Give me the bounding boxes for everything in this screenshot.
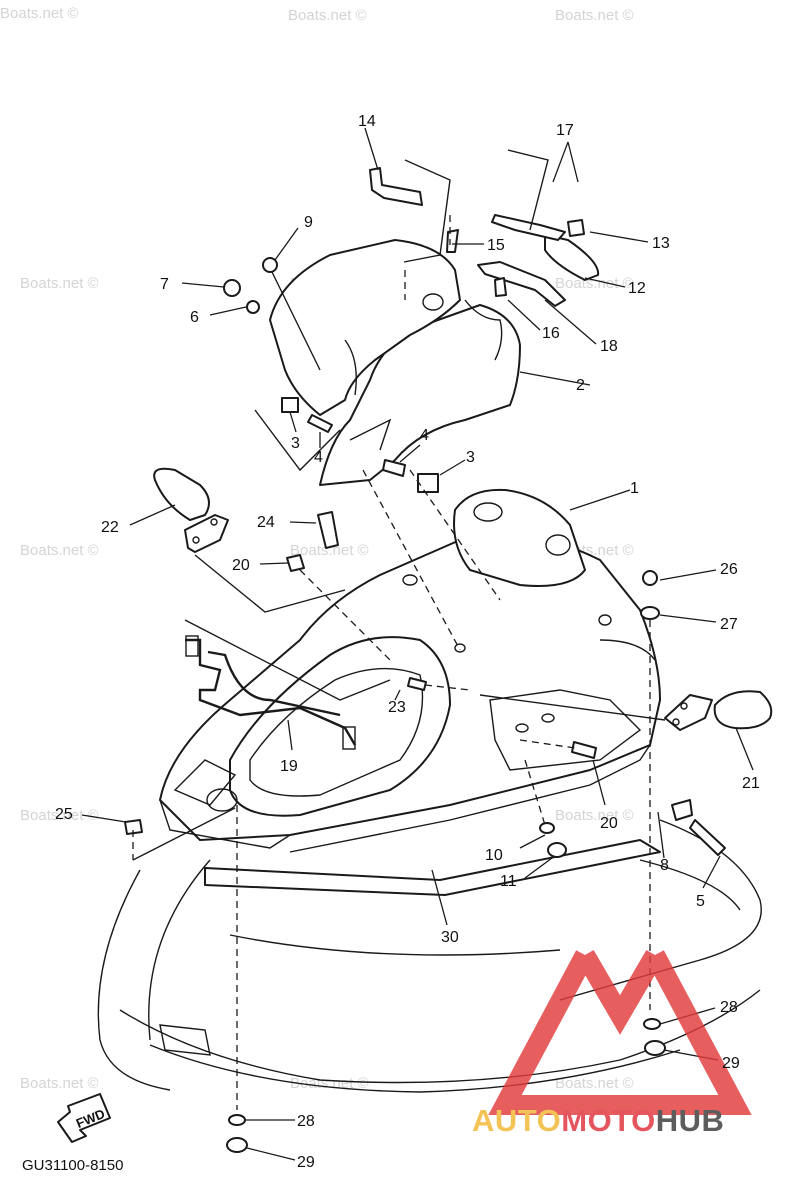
part-22-mirror-left [153, 467, 229, 553]
callout-11: 11 [500, 873, 517, 890]
part-12-pad [544, 234, 600, 281]
part-29-nut [226, 1137, 248, 1153]
logo-text: AUTOMOTOHUB [472, 1103, 724, 1138]
part-4-screw [307, 414, 333, 433]
hull [97, 819, 762, 1093]
callout-29: 29 [297, 1154, 315, 1171]
part-30-rail [204, 839, 661, 896]
logo-moto: MOTO [561, 1103, 655, 1138]
callout-28: 28 [720, 999, 738, 1016]
part-10-washer [539, 822, 555, 834]
callout-17: 17 [556, 122, 574, 139]
part-26-bolt [642, 570, 658, 586]
part-20-bolt [571, 741, 597, 759]
callout-23: 23 [388, 699, 406, 716]
part-14-bracket [369, 167, 423, 206]
part-16-screw [494, 277, 507, 297]
callout-13: 13 [652, 235, 670, 252]
part-28-washer [643, 1018, 661, 1030]
callout-4: 4 [314, 449, 323, 466]
callout-25: 25 [55, 806, 73, 823]
part-6-washer [246, 300, 260, 314]
watermark: Boats.net © [290, 542, 369, 559]
callout-6: 6 [190, 309, 199, 326]
diagram-code: GU31100-8150 [22, 1157, 123, 1174]
watermark: Boats.net © [0, 5, 79, 22]
leader-lines [81, 127, 754, 1161]
watermark: Boats.net © [555, 1075, 634, 1092]
part-25-bolt [124, 819, 143, 835]
part-8-grommet [671, 799, 693, 821]
part-13-clip [567, 219, 585, 237]
part-29-nut [644, 1040, 666, 1056]
part-11-nut [547, 842, 567, 858]
logo-auto: AUTO [472, 1103, 561, 1138]
watermark: Boats.net © [20, 542, 99, 559]
callout-20: 20 [232, 557, 250, 574]
callout-22: 22 [101, 519, 119, 536]
callout-28: 28 [297, 1113, 315, 1130]
part-18-strip [477, 261, 566, 307]
callout-15: 15 [487, 237, 505, 254]
callout-1: 1 [630, 480, 639, 497]
part-2-console [269, 239, 521, 486]
callout-4: 4 [420, 427, 429, 444]
automotohub-logo: AUTOMOTOHUB [472, 949, 752, 1138]
callout-20: 20 [600, 815, 618, 832]
watermark: Boats.net © [555, 275, 634, 292]
part-28-washer [228, 1114, 246, 1126]
callout-21: 21 [742, 775, 760, 792]
part-21-mirror-right [664, 690, 773, 731]
callout-30: 30 [441, 929, 459, 946]
callout-8: 8 [660, 857, 669, 874]
part-17-bracket [491, 214, 566, 241]
part-27-washer [640, 606, 660, 620]
callout-16: 16 [542, 325, 560, 342]
callout-29: 29 [722, 1055, 740, 1072]
callout-3: 3 [466, 449, 475, 466]
part-7-nut [223, 279, 241, 297]
callout-26: 26 [720, 561, 738, 578]
part-24-plug [317, 511, 339, 549]
part-9-bolt [262, 257, 278, 273]
callout-10: 10 [485, 847, 503, 864]
part-20-bolt [286, 554, 305, 572]
callout-19: 19 [280, 758, 298, 775]
part-19-grab-handle [185, 635, 357, 750]
watermark: Boats.net © [20, 1075, 99, 1092]
callout-18: 18 [600, 338, 618, 355]
part-3-clip [281, 397, 299, 413]
watermark: Boats.net © [290, 1075, 369, 1092]
part-23-bolt [407, 677, 427, 691]
callout-12: 12 [628, 280, 646, 297]
callout-7: 7 [160, 276, 169, 293]
watermark: Boats.net © [555, 807, 634, 824]
part-15-stud [446, 229, 459, 253]
logo-triangle [488, 950, 752, 1115]
part-5-bolt [689, 819, 726, 856]
watermark: Boats.net © [20, 807, 99, 824]
callout-27: 27 [720, 616, 738, 633]
watermark: Boats.net © [20, 275, 99, 292]
callout-14: 14 [358, 113, 376, 130]
watermark: Boats.net © [288, 7, 367, 24]
watermark: Boats.net © [555, 7, 634, 24]
logo-hub: HUB [656, 1103, 725, 1138]
part-4-screw [382, 459, 406, 477]
callout-24: 24 [257, 514, 275, 531]
callout-3: 3 [291, 435, 300, 452]
assembly-lines [132, 215, 651, 1110]
callout-9: 9 [304, 214, 313, 231]
fwd-arrow: FWD [57, 1093, 111, 1143]
callout-2: 2 [576, 377, 585, 394]
part-3-clip [417, 473, 439, 493]
solid-lines [132, 149, 666, 861]
callouts: 1 2 3 3 4 4 5 6 7 8 9 10 11 12 13 14 15 … [55, 113, 760, 1171]
hardware [124, 219, 726, 1153]
callout-5: 5 [696, 893, 705, 910]
